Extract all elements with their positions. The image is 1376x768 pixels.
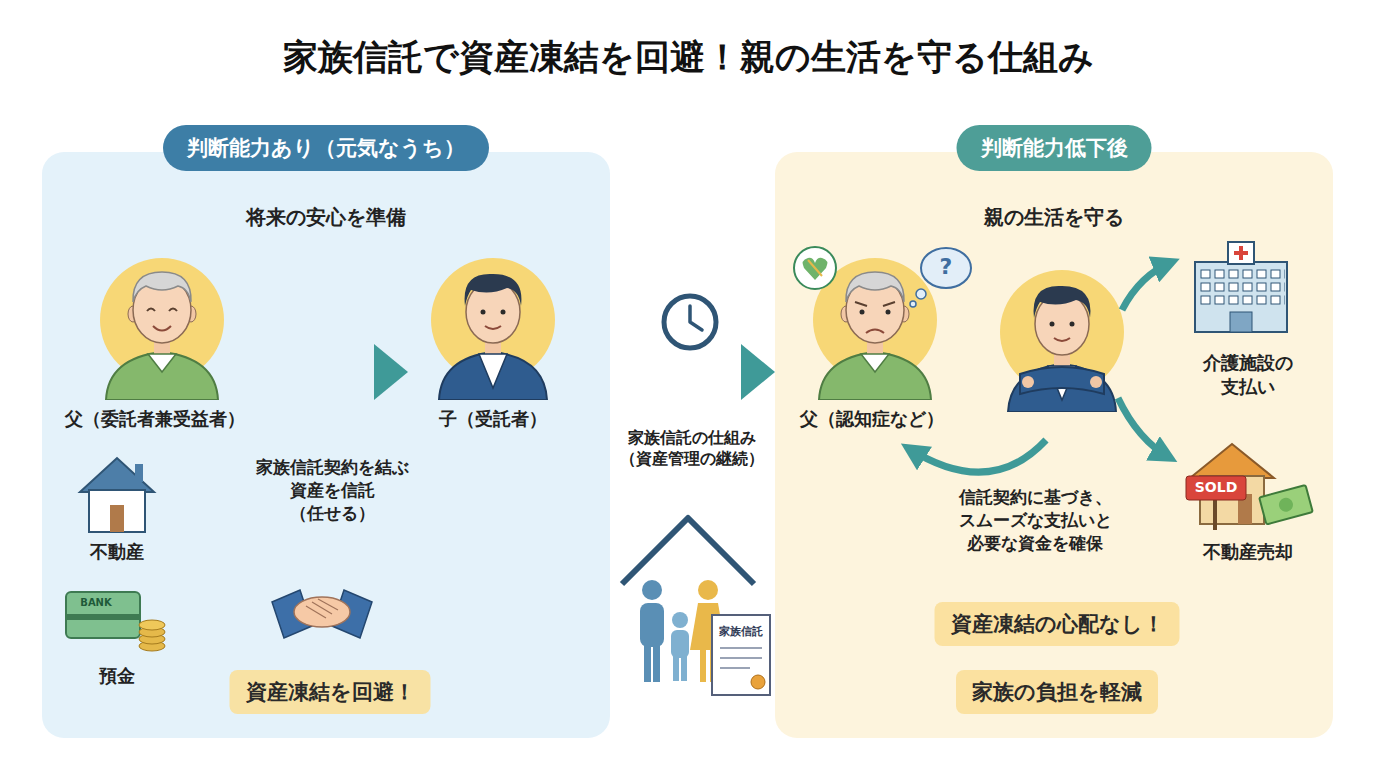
note-text: 信託契約に基づき、 スムーズな支払いと 必要な資金を確保 [959, 486, 1112, 555]
document-text: 家族信託 [719, 624, 763, 639]
node-label: 父（委託者兼受益者） [65, 407, 245, 431]
sold-sign-text: SOLD [1195, 479, 1238, 495]
person-figure: 父（認知症など） [782, 245, 962, 437]
highlight-box: 家族の負担を軽減 [956, 670, 1158, 714]
highlight-text: 資産凍結の心配なし！ [951, 610, 1164, 638]
stage-subtitle: 将来の安心を準備 [246, 204, 406, 231]
highlight-box: 資産凍結を回避！ [230, 670, 431, 714]
node-label: 不動産売却 [1203, 540, 1293, 564]
highlight-box: 資産凍結の心配なし！ [935, 602, 1180, 646]
asset-label: 不動産 [90, 540, 144, 564]
stage-tab: 判断能力あり（元気なうち） [163, 125, 489, 171]
icon-box: 不動産売却 [1168, 440, 1328, 570]
question-mark: ? [940, 254, 953, 279]
connector-label: 家族信託の仕組み （資産管理の継続） [620, 428, 764, 470]
stage-tab: 判断能力低下後 [957, 125, 1152, 171]
highlight-text: 家族の負担を軽減 [972, 678, 1142, 706]
node-label: 父（認知症など） [800, 407, 944, 431]
stage-subtitle: 親の生活を守る [984, 204, 1124, 231]
icon-box: 介護施設の 支払い [1168, 238, 1328, 405]
person-figure: 父（委託者兼受益者） [55, 245, 255, 437]
asset-label: 預金 [99, 664, 135, 688]
node-label: 子（受託者） [439, 407, 547, 431]
stage-panel: 判断能力低下後親の生活を守る父（認知症など）介護施設の 支払い不動産売却資産凍結… [775, 152, 1333, 738]
card-text: BANK [80, 597, 111, 608]
node-label: 介護施設の 支払い [1203, 351, 1293, 399]
connector-label: 家族信託契約を結ぶ 資産を信託（任せる） [256, 456, 409, 525]
connector [610, 344, 775, 400]
stage-panel: 判断能力あり（元気なうち）将来の安心を準備父（委託者兼受益者）子（受託者）資産凍… [42, 152, 610, 738]
highlight-text: 資産凍結を回避！ [246, 678, 415, 706]
person-figure: 子（受託者） [408, 245, 578, 437]
diagram-title: 家族信託で資産凍結を回避！親の生活を守る仕組み [283, 34, 1094, 81]
connector [255, 344, 408, 400]
